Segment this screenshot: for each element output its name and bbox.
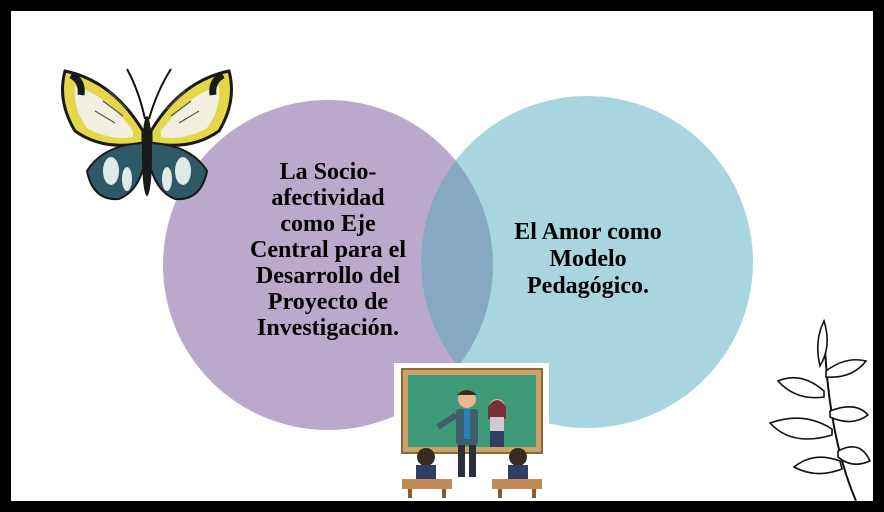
left-label-line: como Eje <box>280 211 376 237</box>
leaf-branch-icon <box>768 318 871 501</box>
right-label-line: Modelo <box>549 246 627 272</box>
left-label-line: afectividad <box>271 185 385 211</box>
classroom-teacher-icon <box>394 363 549 498</box>
left-label-line: Proyecto de <box>267 289 389 315</box>
right-label-line: El Amor como <box>514 219 662 245</box>
left-label-line: Central para el <box>250 237 406 263</box>
left-circle-label: La Socio- afectividad como Eje Central p… <box>223 159 433 341</box>
right-label-line: Pedagógico. <box>527 273 649 299</box>
butterfly-icon <box>61 68 233 201</box>
slide: La Socio- afectividad como Eje Central p… <box>11 11 873 501</box>
left-label-line: Investigación. <box>256 315 399 341</box>
left-label-line: Desarrollo del <box>255 263 401 289</box>
right-circle-label: El Amor como Modelo Pedagógico. <box>477 219 699 300</box>
left-label-line: La Socio- <box>279 159 377 185</box>
